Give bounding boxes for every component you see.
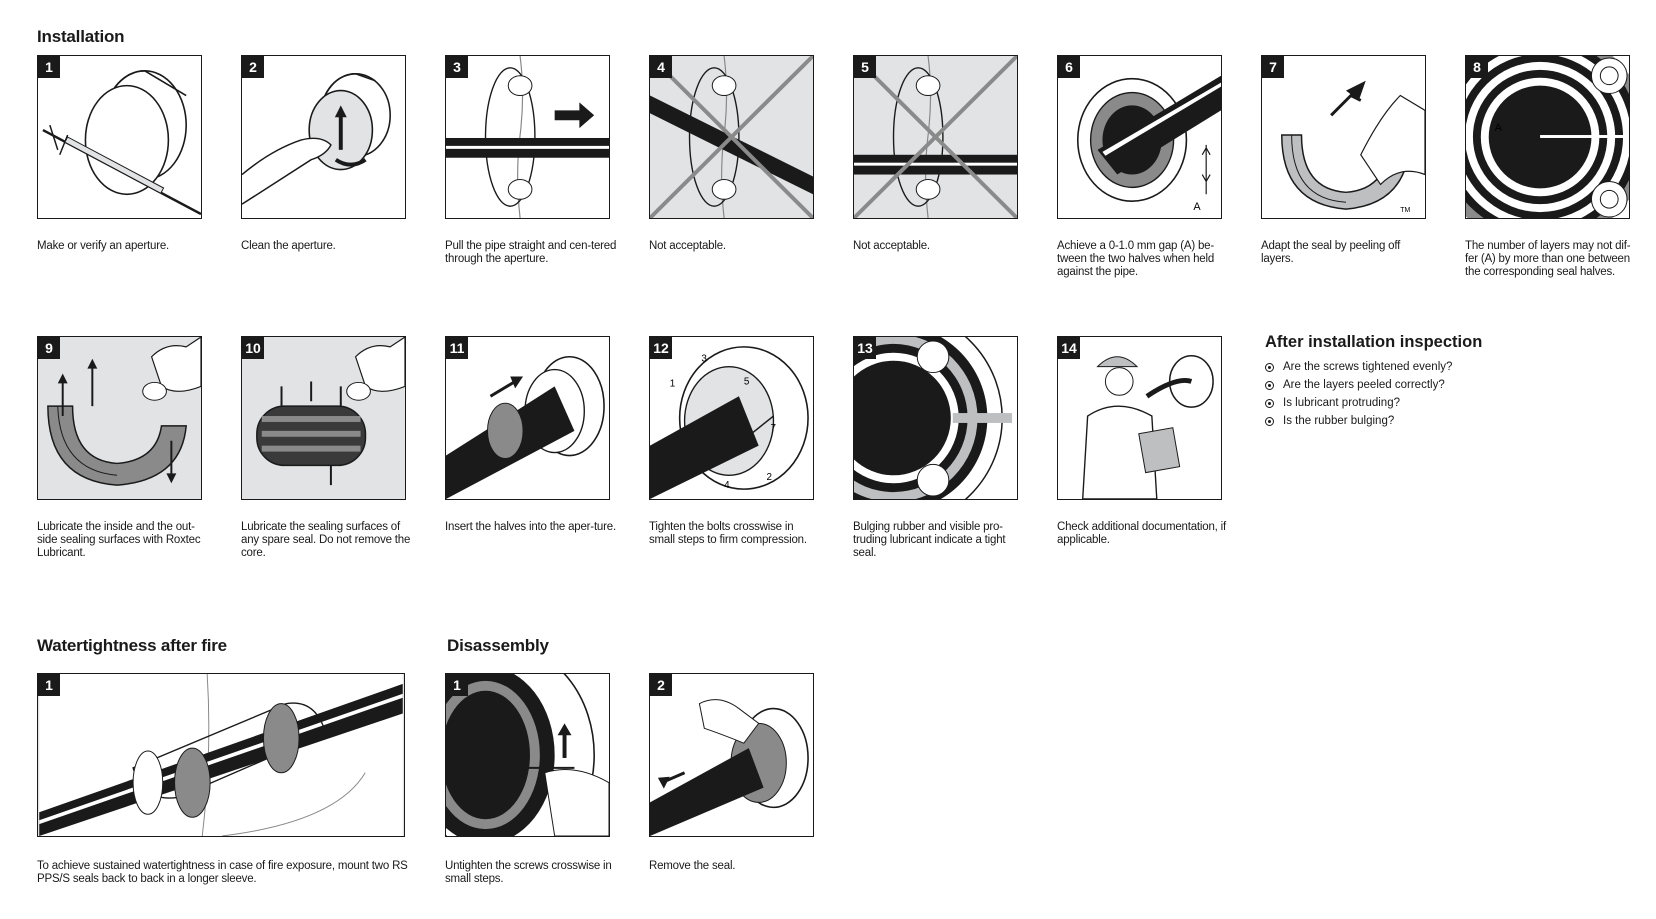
step-1-caption: Make or verify an aperture. — [37, 240, 170, 252]
bolt-7-label: 7 — [771, 423, 776, 434]
disassembly-heading: Disassembly — [447, 636, 549, 655]
bulging-rubber-icon — [854, 337, 1017, 499]
pipe-straight-icon — [446, 56, 609, 218]
bolt-2-label: 2 — [767, 472, 772, 483]
bullet-icon — [1265, 380, 1274, 390]
gap-label: A — [1193, 201, 1201, 213]
inspection-item-text: Are the screws tightened evenly? — [1283, 361, 1453, 373]
layer-label: A — [1495, 122, 1503, 134]
step-7-caption: Adapt the seal by peeling off layers. — [1261, 240, 1401, 265]
inspection-item: Is the rubber bulging? — [1265, 412, 1452, 430]
step-4-illustration: 4 — [649, 55, 814, 219]
peel-layers-icon: TM — [1262, 56, 1425, 218]
step-number: 6 — [1058, 56, 1080, 78]
disassembly-step-1-illustration: 1 — [445, 673, 610, 837]
inspection-item: Are the screws tightened evenly? — [1265, 358, 1452, 376]
step-2-caption: Clean the aperture. — [241, 240, 336, 252]
step-number: 2 — [242, 56, 264, 78]
step-number: 14 — [1058, 337, 1080, 359]
step-2-illustration: 2 — [241, 55, 406, 219]
inspection-item-text: Is the rubber bulging? — [1283, 415, 1395, 427]
step-13-caption: Bulging rubber and visible pro-truding l… — [853, 521, 1006, 559]
hand-cleaning-icon — [242, 56, 405, 218]
bolt-1-label: 1 — [670, 378, 675, 389]
step-7-illustration: 7 TM — [1261, 55, 1426, 219]
lubricate-spare-icon — [242, 337, 405, 499]
offset-pipe-cross-icon — [854, 56, 1017, 218]
watertightness-heading: Watertightness after fire — [37, 636, 227, 655]
step-number: 3 — [446, 56, 468, 78]
step-4-caption: Not acceptable. — [649, 240, 726, 252]
step-8-illustration: 8 A — [1465, 55, 1630, 219]
bullet-icon — [1265, 362, 1274, 372]
step-14-illustration: 14 — [1057, 336, 1222, 500]
watertightness-step-1-caption: To achieve sustained watertightness in c… — [37, 860, 408, 885]
step-9-illustration: 9 — [37, 336, 202, 500]
installation-heading: Installation — [37, 27, 125, 46]
layer-rings-icon: A — [1466, 56, 1629, 218]
disassembly-step-2-illustration: 2 — [649, 673, 814, 837]
inspection-item-text: Are the layers peeled correctly? — [1283, 379, 1445, 391]
double-seal-sleeve-icon — [39, 674, 403, 836]
insert-halves-icon — [446, 337, 609, 499]
disassembly-step-2-caption: Remove the seal. — [649, 860, 736, 872]
watertightness-step-1-illustration: 1 — [37, 673, 405, 837]
step-3-caption: Pull the pipe straight and cen-tered thr… — [445, 240, 617, 265]
step-number: 1 — [38, 674, 60, 696]
step-number: 1 — [446, 674, 468, 696]
step-5-caption: Not acceptable. — [853, 240, 930, 252]
step-3-illustration: 3 — [445, 55, 610, 219]
step-6-illustration: 6 A — [1057, 55, 1222, 219]
bullet-icon — [1265, 416, 1274, 426]
step-number: 9 — [38, 337, 60, 359]
caliper-measuring-icon — [38, 56, 201, 218]
step-5-illustration: 5 — [853, 55, 1018, 219]
step-8-caption: The number of layers may not dif-fer (A)… — [1465, 240, 1631, 278]
bullet-icon — [1265, 398, 1274, 408]
step-9-caption: Lubricate the inside and the out-side se… — [37, 521, 201, 559]
tm-mark: TM — [1400, 207, 1410, 214]
inspection-item: Are the layers peeled correctly? — [1265, 376, 1452, 394]
untighten-screws-icon — [446, 674, 609, 836]
inspection-checklist: Are the screws tightened evenly? Are the… — [1265, 358, 1452, 430]
bolt-3-label: 3 — [701, 354, 707, 365]
step-1-illustration: 1 — [37, 55, 202, 219]
step-11-caption: Insert the halves into the aper-ture. — [445, 521, 616, 533]
step-number: 12 — [650, 337, 672, 359]
bolt-5-label: 5 — [744, 376, 750, 387]
disassembly-step-1-caption: Untighten the screws crosswise in small … — [445, 860, 612, 885]
lubricate-seal-icon — [38, 337, 201, 499]
step-number: 5 — [854, 56, 876, 78]
step-number: 7 — [1262, 56, 1284, 78]
step-number: 1 — [38, 56, 60, 78]
gap-measure-icon: A — [1058, 56, 1221, 218]
step-13-illustration: 13 — [853, 336, 1018, 500]
tighten-bolts-icon: 3 1 5 7 2 4 — [650, 337, 813, 499]
step-12-caption: Tighten the bolts crosswise in small ste… — [649, 521, 807, 546]
inspection-item: Is lubricant protruding? — [1265, 394, 1452, 412]
inspection-title: After installation inspection — [1265, 333, 1483, 351]
step-10-caption: Lubricate the sealing surfaces of any sp… — [241, 521, 411, 559]
remove-seal-icon — [650, 674, 813, 836]
inspection-item-text: Is lubricant protruding? — [1283, 397, 1400, 409]
step-number: 10 — [242, 337, 264, 359]
step-number: 13 — [854, 337, 876, 359]
worker-documentation-icon — [1058, 337, 1221, 499]
step-11-illustration: 11 — [445, 336, 610, 500]
step-number: 11 — [446, 337, 468, 359]
step-10-illustration: 10 — [241, 336, 406, 500]
step-12-illustration: 12 3 1 5 7 2 4 — [649, 336, 814, 500]
step-number: 8 — [1466, 56, 1488, 78]
step-number: 2 — [650, 674, 672, 696]
angled-pipe-cross-icon — [650, 56, 813, 218]
step-14-caption: Check additional documentation, if appli… — [1057, 521, 1227, 546]
step-6-caption: Achieve a 0-1.0 mm gap (A) be-tween the … — [1057, 240, 1215, 278]
step-number: 4 — [650, 56, 672, 78]
bolt-4-label: 4 — [724, 480, 730, 491]
